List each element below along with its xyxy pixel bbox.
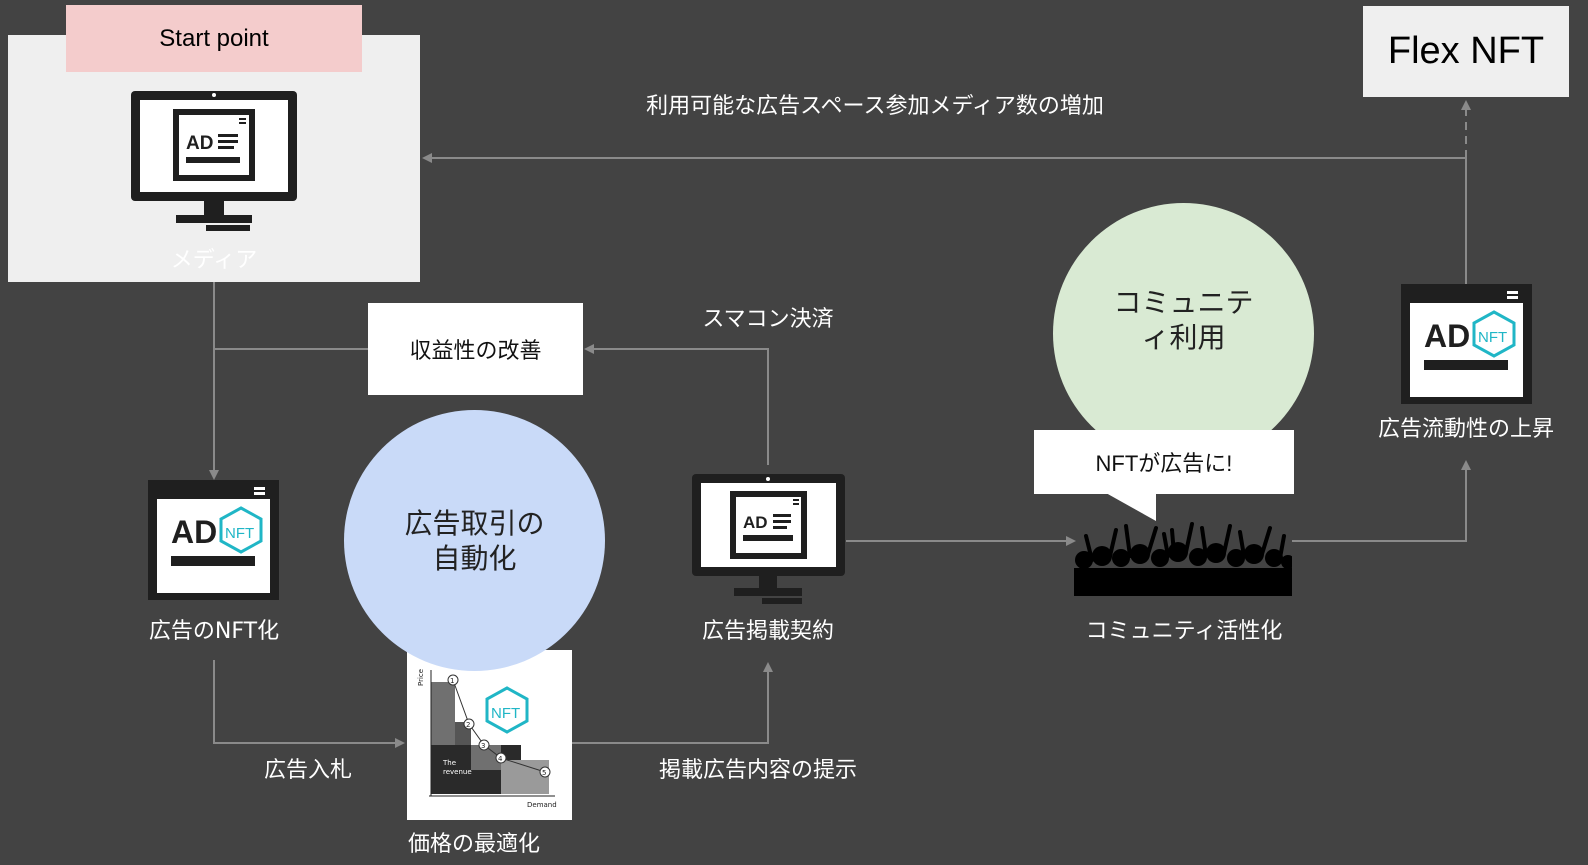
start-point-label: Start point [159,24,269,52]
arrow-liquidity-to-media [422,153,1467,285]
media-increase-label: 利用可能な広告スペース参加メディア数の増加 [646,94,1104,119]
community-circle-line2: ィ利用 [1141,320,1226,354]
media-monitor-icon: AD [131,91,297,231]
ad-content-present-label: 掲載広告内容の提示 [658,758,857,783]
liquidity-ad-nft-icon: AD NFT [1401,284,1532,404]
community-circle-line1: コミュニテ [1113,285,1254,319]
chart-ylabel: Price [417,669,425,686]
media-label: メディア [170,248,258,273]
ad-nft-nft-text: NFT [225,525,254,542]
start-point-box: Start point [66,5,362,72]
arrow-contract-to-revenue [584,344,769,465]
chart-revenue-line2: revenue [443,768,472,776]
chart-revenue-line1: The [442,759,456,767]
price-demand-chart: 1 2 3 4 5 The revenue Demand Price NFT [417,669,557,809]
contract-monitor-icon: AD [692,474,845,604]
ad-contract-label: 広告掲載契約 [701,619,834,644]
liquidity-nft-text: NFT [1478,329,1507,346]
community-use-circle: コミュニテ ィ利用 [1053,203,1314,464]
arrow-adnft-to-price [213,660,405,748]
speech-bubble: NFTが広告に! [1034,430,1294,494]
community-activation-label: コミュニティ活性化 [1085,619,1283,644]
chart-point-1: 1 [450,677,454,685]
chart-point-3: 3 [481,742,485,750]
chart-point-5: 5 [542,769,546,777]
crowd-icon [1074,522,1292,596]
chart-point-2: 2 [466,721,470,729]
ad-nft-ad-text: AD [171,514,217,550]
ad-bid-label: 広告入札 [263,758,352,783]
ad-liquidity-label: 広告流動性の上昇 [1377,417,1554,442]
revenue-improvement-box: 収益性の改善 [368,303,583,395]
auto-circle-line1: 広告取引の [404,506,545,540]
arrow-price-to-contract [544,662,773,744]
speech-bubble-tail [1106,493,1156,521]
chart-point-4: 4 [498,755,503,763]
auto-circle-line2: 自動化 [432,541,517,575]
chart-xlabel: Demand [527,801,557,809]
revenue-improvement-label: 収益性の改善 [409,339,542,364]
flex-nft-box: Flex NFT [1363,6,1569,97]
contract-ad-text: AD [743,513,768,532]
ad-trade-automation-circle: 広告取引の 自動化 [344,410,605,671]
price-optimization-label: 価格の最適化 [407,832,540,857]
speech-bubble-text: NFTが広告に! [1095,451,1233,476]
smart-contract-payment-label: スマコン決済 [702,307,834,332]
brand-title: Flex NFT [1387,30,1545,72]
ad-nft-icon: AD NFT [148,480,279,600]
price-chart-card: 1 2 3 4 5 The revenue Demand Price NFT [407,650,572,820]
media-ad-text: AD [186,133,213,154]
ad-nft-label: 広告のNFT化 [148,619,280,644]
price-nft-text: NFT [491,705,520,722]
arrow-community-to-liquidity [1292,460,1471,542]
liquidity-ad-text: AD [1424,318,1470,354]
